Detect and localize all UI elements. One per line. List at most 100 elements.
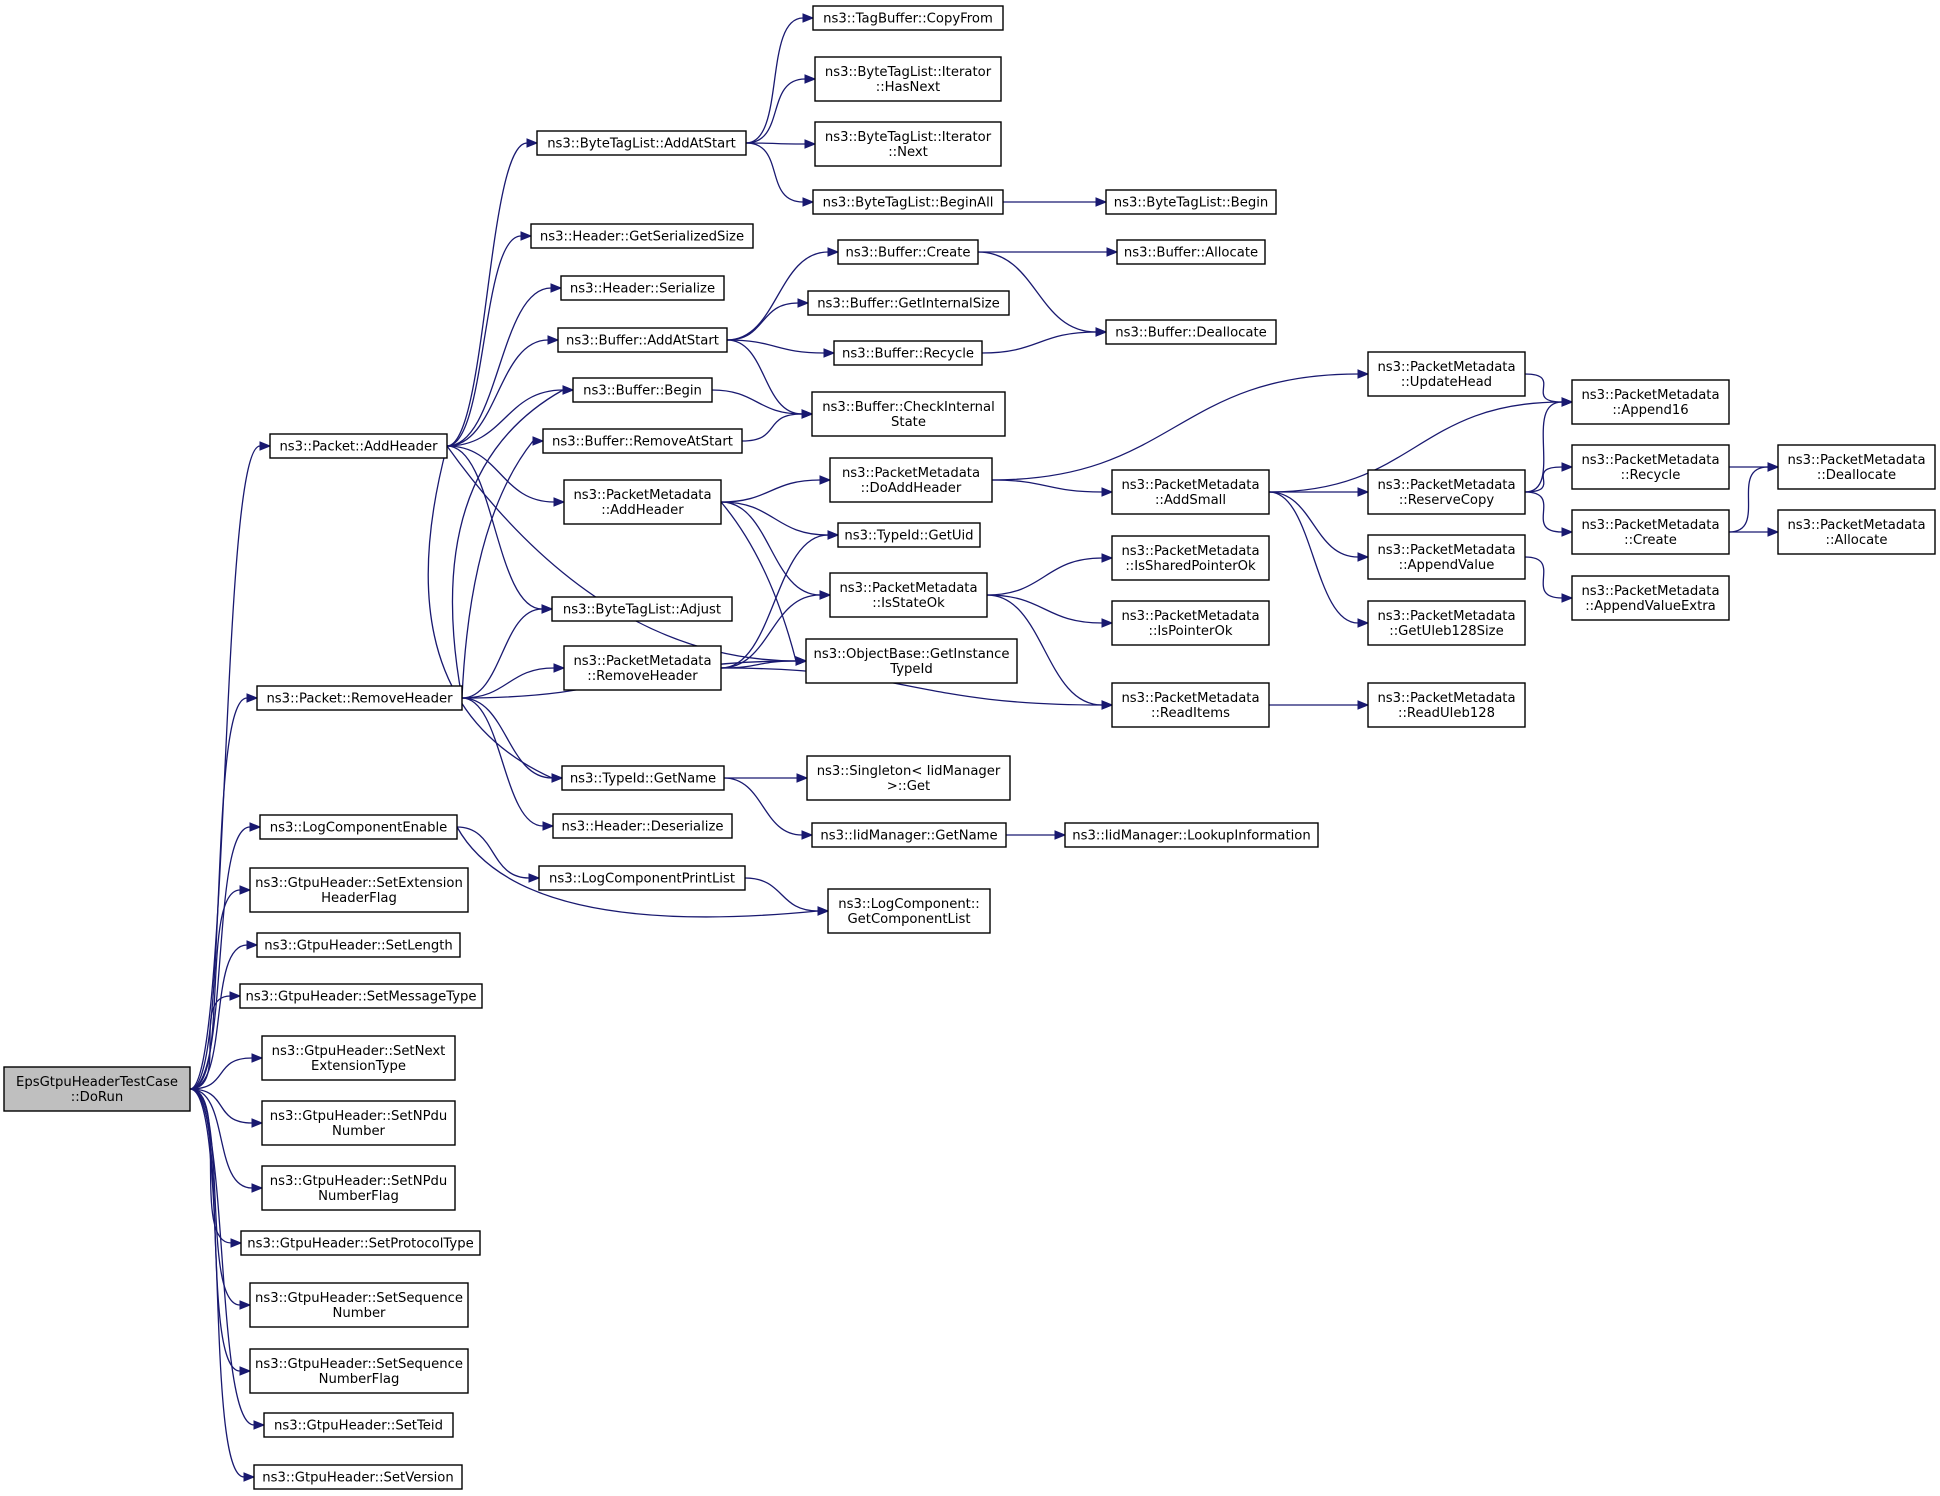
- edge-line: [1268, 491, 1359, 558]
- edge-removeheader-to-typeid_getname: [461, 697, 564, 783]
- node-typeid-getuid[interactable]: ns3::TypeId::GetUid: [837, 522, 981, 548]
- node-pm-addheader[interactable]: ns3::PacketMetadata::AddHeader: [563, 479, 722, 525]
- node-box: [1064, 822, 1319, 848]
- node-pm-doaddheader[interactable]: ns3::PacketMetadata::DoAddHeader: [829, 457, 993, 503]
- node-label: ns3::PacketMetadata: [1377, 609, 1515, 624]
- node-box: [560, 275, 725, 301]
- node-pm-appendvalue[interactable]: ns3::PacketMetadata::AppendValue: [1367, 534, 1526, 580]
- node-pm-addsmall[interactable]: ns3::PacketMetadata::AddSmall: [1111, 469, 1270, 515]
- node-pm-removeheader[interactable]: ns3::PacketMetadata::RemoveHeader: [563, 645, 722, 691]
- node-pm-allocate[interactable]: ns3::PacketMetadata::Allocate: [1777, 509, 1936, 555]
- edge-line: [745, 142, 806, 145]
- node-btl-begin[interactable]: ns3::ByteTagList::Begin: [1105, 189, 1277, 215]
- node-pm-isstateok[interactable]: ns3::PacketMetadata::IsStateOk: [829, 572, 988, 618]
- node-pm-deallocate[interactable]: ns3::PacketMetadata::Deallocate: [1777, 444, 1936, 490]
- edge-line: [446, 389, 564, 447]
- node-iidmgr-getname[interactable]: ns3::IidManager::GetName: [811, 822, 1007, 848]
- node-setmsgtype[interactable]: ns3::GtpuHeader::SetMessageType: [239, 983, 483, 1009]
- node-box: [1777, 509, 1936, 555]
- node-pm-ispointerok[interactable]: ns3::PacketMetadata::IsPointerOk: [1111, 600, 1270, 646]
- node-label: ns3::GtpuHeader::SetExtension: [255, 876, 463, 891]
- node-typeid-getname[interactable]: ns3::TypeId::GetName: [561, 765, 725, 791]
- node-buf-begin[interactable]: ns3::Buffer::Begin: [572, 377, 713, 403]
- node-logenable[interactable]: ns3::LogComponentEnable: [259, 814, 458, 840]
- node-btl-adjust[interactable]: ns3::ByteTagList::Adjust: [551, 596, 733, 622]
- node-box: [1105, 189, 1277, 215]
- node-box: [807, 290, 1010, 316]
- edge-pm_addheader-to-pm_isstateok: [720, 501, 832, 600]
- node-hdr-deserialize[interactable]: ns3::Header::Deserialize: [552, 813, 733, 839]
- node-label: ns3::Singleton< IidManager: [817, 764, 1001, 779]
- edge-addheader-to-buf_addatstart: [446, 335, 560, 447]
- node-btl-it-next[interactable]: ns3::ByteTagList::Iterator::Next: [814, 121, 1002, 167]
- node-label: ns3::ByteTagList::BeginAll: [823, 196, 994, 211]
- node-pm-getuleb128size[interactable]: ns3::PacketMetadata::GetUleb128Size: [1367, 600, 1526, 646]
- node-setversion[interactable]: ns3::GtpuHeader::SetVersion: [253, 1464, 463, 1490]
- node-pm-reservecopy[interactable]: ns3::PacketMetadata::ReserveCopy: [1367, 469, 1526, 515]
- node-label: ns3::GtpuHeader::SetSequence: [255, 1291, 463, 1306]
- node-pm-updatehead[interactable]: ns3::PacketMetadata::UpdateHead: [1367, 351, 1526, 397]
- node-label: ns3::PacketMetadata: [1121, 544, 1259, 559]
- node-tagbuf-copyfrom[interactable]: ns3::TagBuffer::CopyFrom: [812, 5, 1004, 31]
- node-label: >::Get: [887, 779, 930, 794]
- node-removeheader[interactable]: ns3::Packet::RemoveHeader: [256, 685, 463, 711]
- node-buf-removeatstart[interactable]: ns3::Buffer::RemoveAtStart: [542, 428, 743, 454]
- node-pm-recycle[interactable]: ns3::PacketMetadata::Recycle: [1571, 444, 1730, 490]
- node-log-printlist[interactable]: ns3::LogComponentPrintList: [538, 865, 746, 891]
- node-buf-recycle[interactable]: ns3::Buffer::Recycle: [833, 340, 983, 366]
- node-box: [1367, 351, 1526, 397]
- node-buf-deallocate[interactable]: ns3::Buffer::Deallocate: [1105, 319, 1277, 345]
- node-pm-create[interactable]: ns3::PacketMetadata::Create: [1571, 509, 1730, 555]
- node-box: [812, 5, 1004, 31]
- edge-line: [189, 445, 261, 1090]
- edge-buf_removeatstart-to-buf_checkinternalstate: [741, 409, 814, 442]
- node-root[interactable]: EpsGtpuHeaderTestCase::DoRun: [3, 1066, 191, 1112]
- node-pm-appendvalueextra[interactable]: ns3::PacketMetadata::AppendValueExtra: [1571, 575, 1730, 621]
- arrow-head-icon: [1357, 618, 1370, 628]
- node-pm-issharedpointerok[interactable]: ns3::PacketMetadata::IsSharedPointerOk: [1111, 535, 1270, 581]
- node-box: [814, 121, 1002, 167]
- node-iidmgr-lookupinfo[interactable]: ns3::IidManager::LookupInformation: [1064, 822, 1319, 848]
- node-setproto[interactable]: ns3::GtpuHeader::SetProtocolType: [240, 1230, 481, 1256]
- node-box: [1105, 319, 1277, 345]
- node-label: ::Next: [888, 145, 928, 160]
- node-hdr-getsersize[interactable]: ns3::Header::GetSerializedSize: [530, 223, 754, 249]
- node-label: ::AddHeader: [601, 503, 684, 518]
- node-buf-getinternalsize[interactable]: ns3::Buffer::GetInternalSize: [807, 290, 1010, 316]
- node-setlength[interactable]: ns3::GtpuHeader::SetLength: [256, 932, 461, 958]
- arrow-head-icon: [1357, 369, 1370, 379]
- node-log-getcomponentlist[interactable]: ns3::LogComponent::GetComponentList: [827, 888, 991, 934]
- node-hdr-serialize[interactable]: ns3::Header::Serialize: [560, 275, 725, 301]
- edge-pm_readitems-to-pm_readuleb128: [1269, 700, 1370, 710]
- node-box: [837, 239, 979, 265]
- node-addheader[interactable]: ns3::Packet::AddHeader: [269, 433, 448, 459]
- node-pm-append16[interactable]: ns3::PacketMetadata::Append16: [1571, 379, 1730, 425]
- node-pm-readuleb128[interactable]: ns3::PacketMetadata::ReadUleb128: [1367, 682, 1526, 728]
- node-box: [249, 1282, 469, 1328]
- node-setteid[interactable]: ns3::GtpuHeader::SetTeid: [263, 1412, 454, 1438]
- node-btl-it-hasnext[interactable]: ns3::ByteTagList::Iterator::HasNext: [814, 56, 1002, 102]
- node-box: [837, 522, 981, 548]
- edge-addheader-to-pm_addheader: [446, 445, 566, 507]
- node-pm-readitems[interactable]: ns3::PacketMetadata::ReadItems: [1111, 682, 1270, 728]
- node-buf-create[interactable]: ns3::Buffer::Create: [837, 239, 979, 265]
- node-box: [261, 1035, 456, 1081]
- node-btl-beginall[interactable]: ns3::ByteTagList::BeginAll: [812, 189, 1004, 215]
- node-btl-addatstart[interactable]: ns3::ByteTagList::AddAtStart: [536, 130, 747, 156]
- edge-line: [726, 339, 803, 415]
- edge-line: [427, 445, 553, 779]
- node-box: [811, 822, 1007, 848]
- node-buf-allocate[interactable]: ns3::Buffer::Allocate: [1116, 239, 1266, 265]
- node-singleton-get[interactable]: ns3::Singleton< IidManager>::Get: [806, 755, 1011, 801]
- node-label: NumberFlag: [318, 1189, 399, 1204]
- node-buf-addatstart[interactable]: ns3::Buffer::AddAtStart: [557, 327, 728, 353]
- node-label: ::Recycle: [1621, 468, 1681, 483]
